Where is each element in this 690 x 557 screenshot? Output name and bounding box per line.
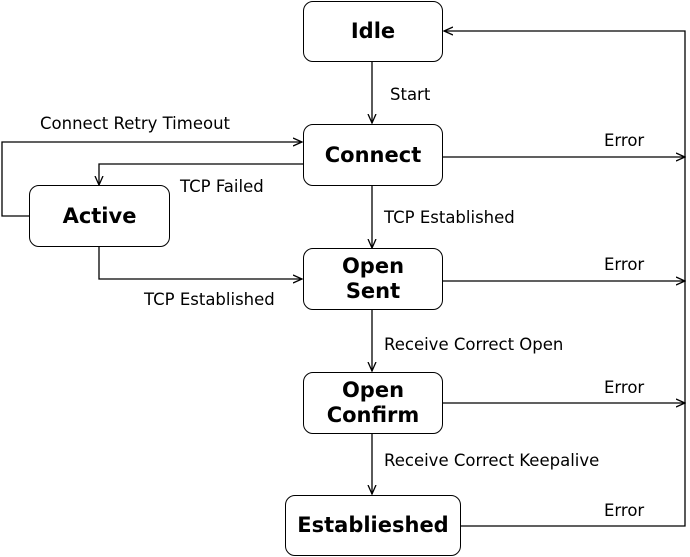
state-established[interactable]: Establieshed [285, 495, 461, 556]
state-open-sent-label: Open Sent [342, 254, 404, 304]
state-idle-label: Idle [350, 19, 396, 43]
label-start: Start [390, 85, 431, 104]
label-error-open-confirm: Error [604, 378, 645, 397]
arrow-error-bus-to-idle [444, 31, 686, 527]
label-tcp-established-active: TCP Established [144, 290, 275, 309]
state-connect-label: Connect [324, 142, 422, 167]
label-receive-correct-keepalive: Receive Correct Keepalive [384, 451, 600, 470]
state-established-label: Establieshed [297, 513, 449, 537]
label-error-open-sent: Error [604, 255, 645, 274]
state-open-confirm-label: Open Confirm [327, 378, 420, 428]
state-open-confirm[interactable]: Open Confirm [303, 372, 443, 434]
state-open-sent-label-line-1: Open [341, 254, 405, 278]
label-tcp-failed: TCP Failed [180, 177, 264, 196]
state-active-label: Active [62, 203, 137, 228]
arrow-connect-to-active [99, 163, 303, 185]
state-active[interactable]: Active [29, 185, 170, 247]
state-open-sent[interactable]: Open Sent [303, 248, 443, 310]
state-idle[interactable]: Idle [303, 1, 443, 62]
arrow-active-to-connect [1, 142, 302, 217]
label-error-established: Error [604, 501, 645, 520]
state-open-confirm-label-line-1: Open [341, 378, 405, 402]
state-connect[interactable]: Connect [303, 124, 443, 186]
label-tcp-established-connect: TCP Established [384, 208, 515, 227]
arrow-active-to-open-sent [98, 247, 302, 279]
state-open-sent-label-line-2: Sent [345, 279, 401, 303]
label-connect-retry-timeout: Connect Retry Timeout [40, 114, 231, 133]
label-error-connect: Error [604, 131, 645, 150]
label-receive-correct-open: Receive Correct Open [384, 335, 564, 354]
state-open-confirm-label-line-2: Confirm [326, 403, 420, 427]
